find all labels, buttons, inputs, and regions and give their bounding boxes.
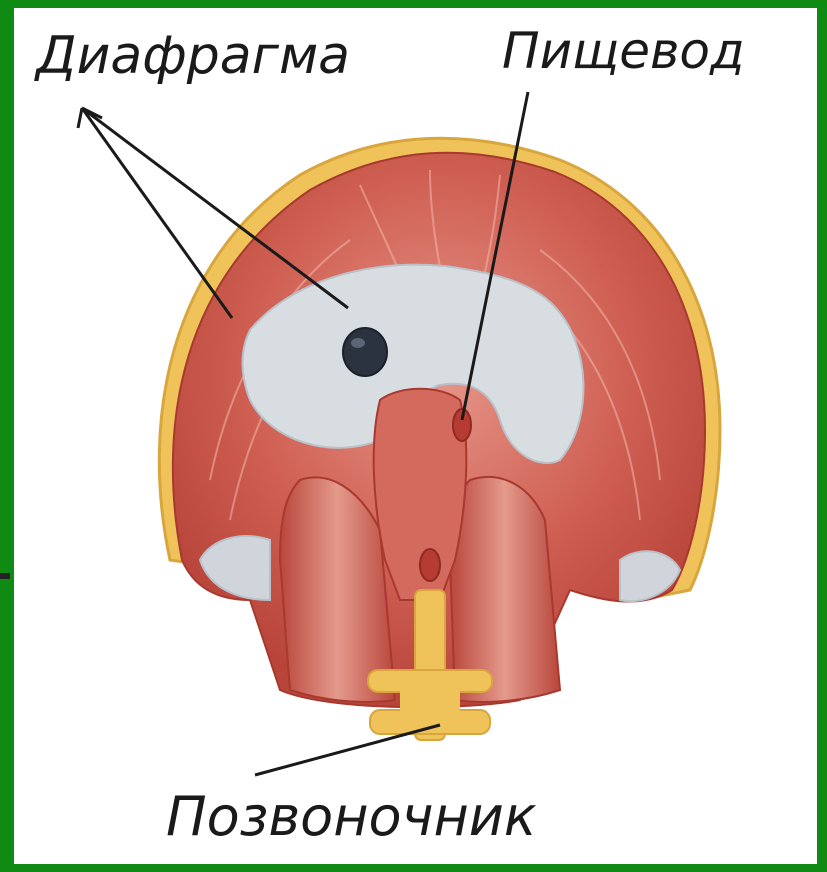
diaphragm-leader-1 <box>82 108 232 318</box>
spine-leader <box>255 725 440 775</box>
spine-label: Позвоночник <box>166 790 537 844</box>
vena-cava-opening <box>343 328 387 376</box>
esophagus-label: Пищевод <box>502 26 745 76</box>
aortic-opening <box>420 549 440 581</box>
diaphragm-label: Диафрагма <box>36 30 350 82</box>
